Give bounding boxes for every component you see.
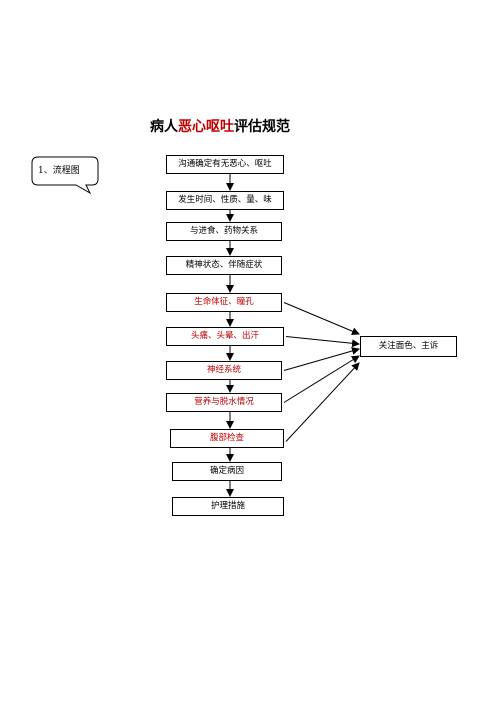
flow-step-label: 精神状态、伴随症状	[185, 260, 263, 270]
title-prefix: 病人	[150, 119, 178, 135]
flow-step-8: 营养与脱水情况	[166, 393, 282, 412]
flow-step-9: 腹部检查	[170, 429, 284, 448]
flow-step-3: 与进食、药物关系	[166, 222, 282, 241]
side-box-label: 关注面色、主诉	[378, 341, 439, 351]
flow-step-2: 发生时间、性质、量、味	[166, 191, 284, 210]
title-highlight: 恶心呕吐	[178, 119, 234, 135]
flow-step-label: 护理措施	[210, 501, 245, 511]
flow-step-1: 沟通确定有无恶心、呕吐	[166, 155, 284, 174]
side-arrow-2	[285, 336, 360, 348]
flow-step-5: 生命体征、瞳孔	[166, 293, 282, 312]
title-suffix: 评估规范	[234, 119, 290, 135]
side-arrow-4	[283, 355, 360, 403]
side-box-observe: 关注面色、主诉	[360, 336, 457, 357]
flow-step-label: 沟通确定有无恶心、呕吐	[178, 159, 272, 169]
flow-step-6: 头痛、头晕、出汗	[166, 327, 284, 346]
side-arrow-1	[283, 302, 360, 335]
flow-step-label: 与进食、药物关系	[189, 226, 258, 236]
callout-bubble	[31, 156, 99, 195]
side-arrow-5	[285, 362, 360, 442]
flow-step-11: 护理措施	[172, 497, 284, 516]
flow-step-label: 头痛、头晕、出汗	[190, 331, 259, 341]
side-arrow-3	[283, 347, 360, 371]
flow-step-10: 确定病因	[172, 462, 282, 481]
flow-step-label: 发生时间、性质、量、味	[178, 195, 272, 205]
flow-step-label: 腹部检查	[209, 433, 244, 443]
callout-label: 1、流程图	[38, 166, 80, 176]
flow-step-label: 生命体征、瞳孔	[194, 297, 254, 307]
flow-step-label: 神经系统	[206, 365, 241, 375]
flow-step-label: 确定病因	[209, 466, 244, 476]
page-title: 病人恶心呕吐评估规范	[150, 116, 290, 136]
flow-step-4: 精神状态、伴随症状	[166, 256, 282, 275]
flow-step-label: 营养与脱水情况	[194, 397, 254, 407]
flow-step-7: 神经系统	[166, 361, 282, 380]
side-arrows	[283, 302, 360, 442]
